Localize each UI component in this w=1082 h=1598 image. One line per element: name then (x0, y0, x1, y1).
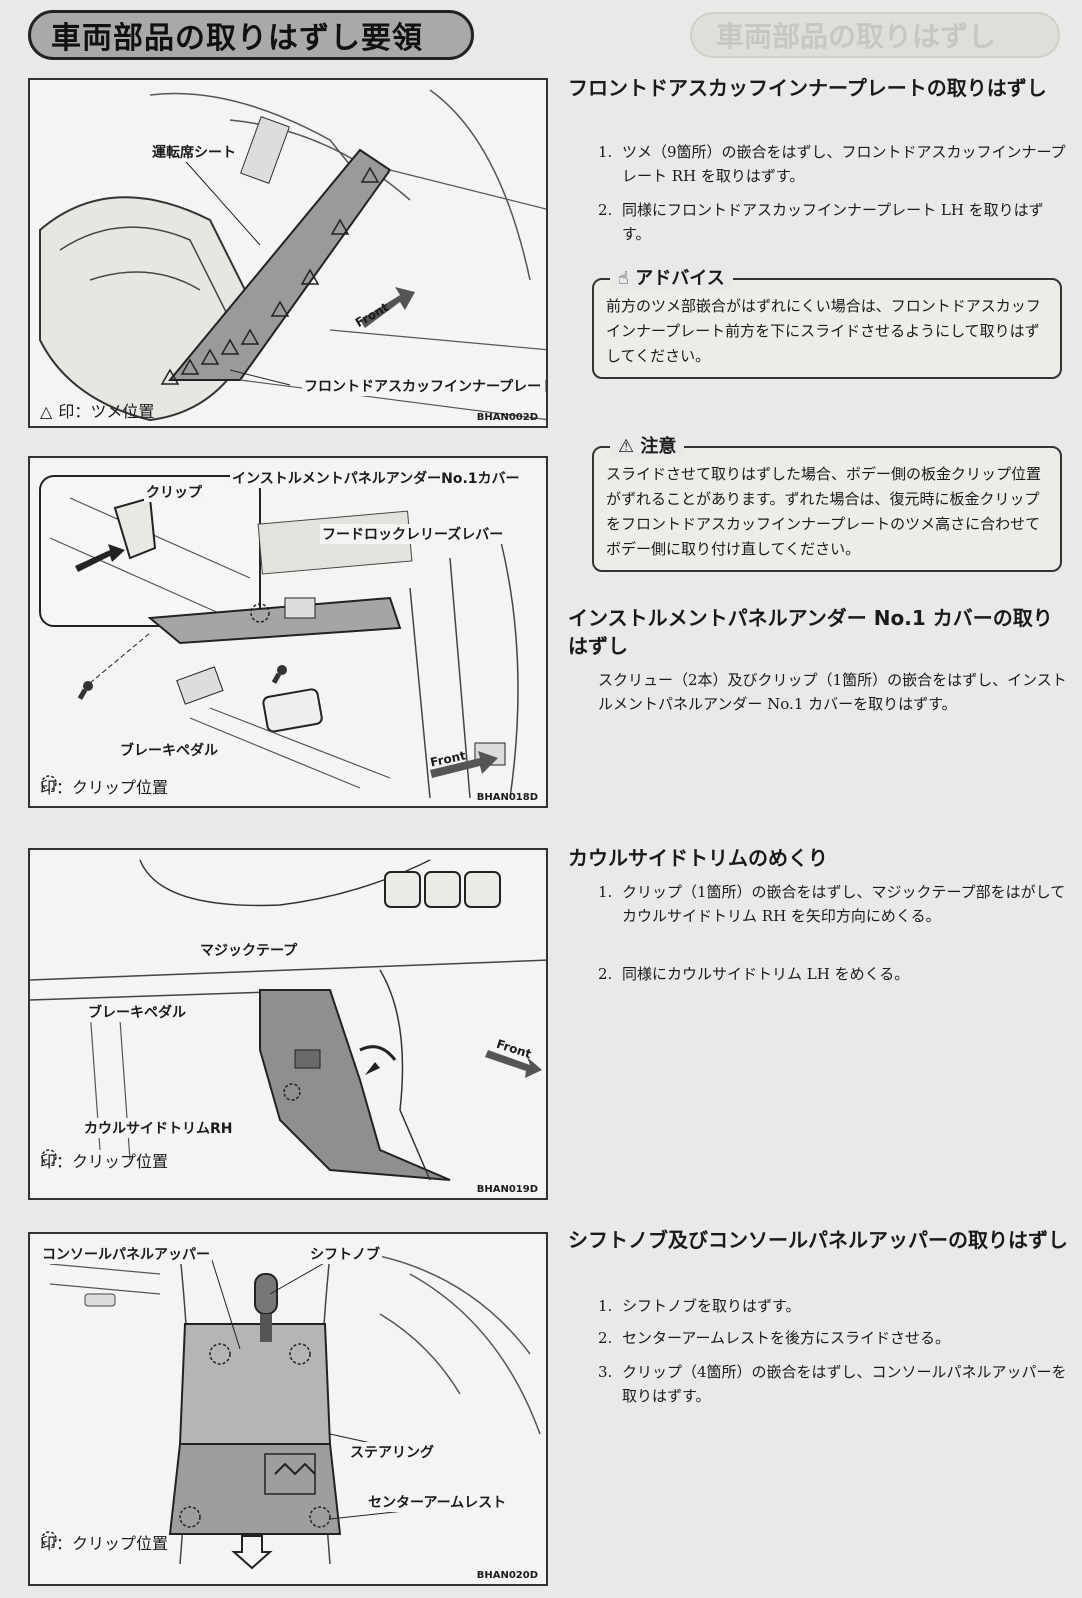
figure-code: BHAN019D (476, 1184, 538, 1195)
caution-title: ⚠ 注意 (610, 434, 685, 459)
label-steering: ステアリング (348, 1442, 436, 1462)
page-title: 車両部品の取りはずし要領 (28, 10, 474, 60)
legend-clip-position: 印：クリップ位置 (40, 1530, 168, 1554)
label-instrument-cover: インストルメントパネルアンダーNo.1カバー (230, 468, 522, 488)
section-title-cowl-trim: カウルサイドトリムのめくり (568, 846, 828, 870)
label-clip: クリップ (144, 482, 204, 502)
step-item: 1.ツメ（9箇所）の嵌合をはずし、フロントドアスカッフインナープレート RH を… (598, 143, 1066, 185)
dashed-circle-icon (41, 1531, 57, 1547)
pointing-hand-icon: ☝ (618, 268, 629, 289)
advice-box: ☝ アドバイス 前方のツメ部嵌合がはずれにくい場合は、フロントドアスカッフインナ… (592, 266, 1062, 379)
figure-instrument-cover: クリップ インストルメントパネルアンダーNo.1カバー フードロックレリーズレバ… (28, 456, 548, 808)
section-instrument-cover-text: スクリュー（2本）及びクリップ（1箇所）の嵌合をはずし、インストルメントパネルア… (598, 671, 1067, 713)
label-hood-lever: フードロックレリーズレバー (320, 524, 506, 544)
scuff-plate-illustration (39, 89, 546, 422)
advice-title: ☝ アドバイス (610, 266, 733, 291)
section-title-shift-knob-console: シフトノブ及びコンソールパネルアッパーの取りはずし (568, 1228, 1068, 1252)
step-item: 2.センターアームレストを後方にスライドさせる。 (598, 1329, 951, 1347)
label-brake-pedal: ブレーキペダル (86, 1002, 188, 1022)
label-magic-tape: マジックテープ (198, 940, 300, 960)
triangle-mark-icon: △ (40, 402, 53, 421)
dashed-circle-icon (41, 1149, 57, 1165)
figure-console-panel: コンソールパネルアッパー シフトノブ ステアリング センターアームレスト 印：ク… (28, 1232, 548, 1586)
label-cowl-trim-rh: カウルサイドトリムRH (82, 1118, 235, 1138)
step-item: 3.クリップ（4箇所）の嵌合をはずし、コンソールパネルアッパーを取りはずす。 (598, 1363, 1067, 1405)
caution-text: スライドさせて取りはずした場合、ボデー側の板金クリップ位置がずれることがあります… (606, 465, 1042, 558)
legend-claw-position: △印：ツメ位置 (40, 402, 155, 421)
label-shift-knob: シフトノブ (308, 1244, 382, 1264)
label-center-armrest: センターアームレスト (366, 1492, 509, 1512)
label-driver-seat: 運転席シート (150, 142, 238, 162)
figure-code: BHAN002D (476, 412, 538, 423)
advice-text: 前方のツメ部嵌合がはずれにくい場合は、フロントドアスカッフインナープレート前方を… (606, 297, 1041, 365)
legend-clip-position: 印：クリップ位置 (40, 1148, 168, 1172)
step-item: 2.同様にカウルサイドトリム LH をめくる。 (598, 965, 910, 983)
step-item: 1.シフトノブを取りはずす。 (598, 1297, 801, 1315)
figure-code: BHAN018D (476, 792, 538, 803)
dashed-circle-icon (41, 775, 57, 791)
legend-clip-position: 印：クリップ位置 (40, 774, 168, 798)
warning-triangle-icon: ⚠ (618, 436, 635, 457)
cowl-trim-illustration (30, 859, 546, 1181)
figure-cowl-trim: マジックテープ ブレーキペダル カウルサイドトリムRH Front 印：クリップ… (28, 848, 548, 1200)
label-console-panel-upper: コンソールパネルアッパー (40, 1244, 212, 1264)
ghost-page-title: 車両部品の取りはずし (690, 12, 1060, 58)
instrument-cover-illustration (39, 475, 519, 799)
figure-code: BHAN020D (476, 1570, 538, 1581)
console-panel-illustration (49, 1253, 541, 1570)
section-title-scuff-plate: フロントドアスカッフインナープレートの取りはずし (568, 76, 1047, 100)
step-item: 1.クリップ（1箇所）の嵌合をはずし、マジックテープ部をはがしてカウルサイドトリ… (598, 883, 1066, 925)
section-title-instrument-cover: インストルメントパネルアンダー No.1 カバーの取りはずし (568, 606, 1053, 658)
caution-box: ⚠ 注意 スライドさせて取りはずした場合、ボデー側の板金クリップ位置がずれること… (592, 434, 1062, 572)
step-item: 2.同様にフロントドアスカッフインナープレート LH を取りはずす。 (598, 201, 1044, 243)
label-brake-pedal: ブレーキペダル (118, 740, 220, 760)
